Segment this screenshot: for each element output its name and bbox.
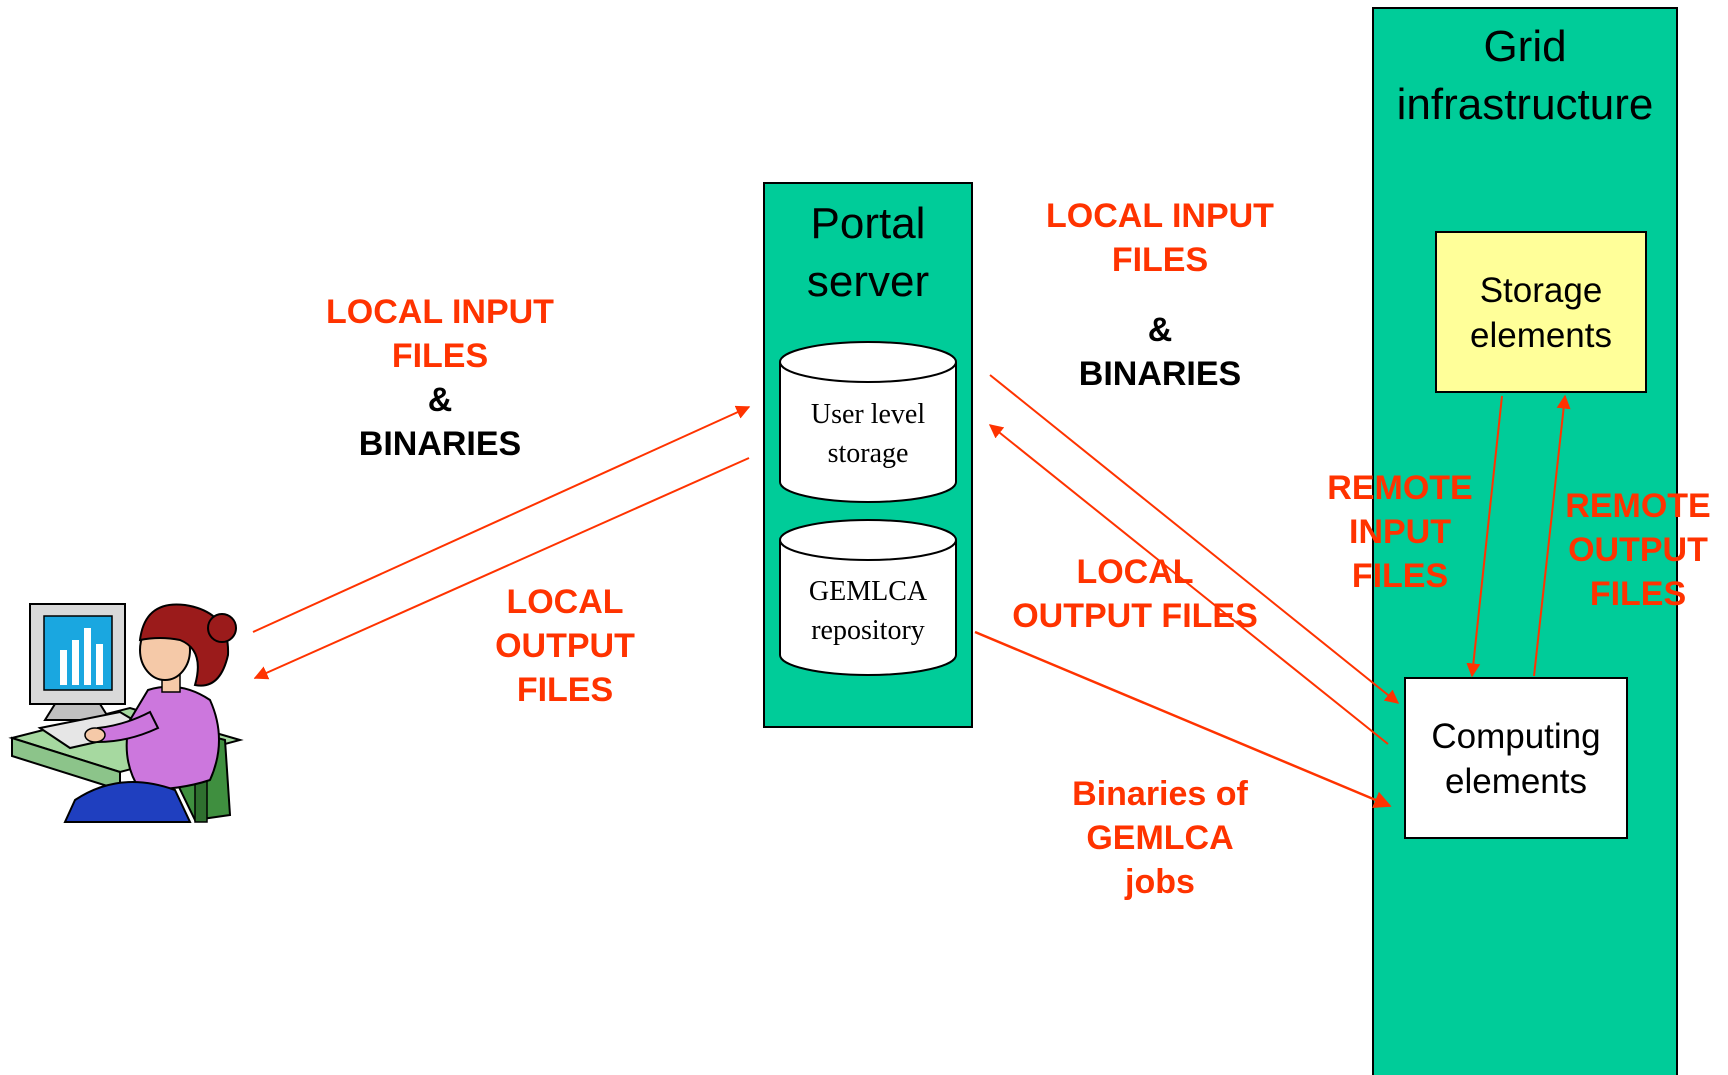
- computing-label-line2: elements: [1444, 762, 1588, 801]
- binaries-jobs-label: Binaries of GEMLCA jobs: [1010, 772, 1310, 904]
- grid-title: Grid infrastructure: [1373, 18, 1677, 134]
- arrow-computing-to-portal: [988, 424, 1389, 745]
- arrow-user-to-portal: [252, 405, 751, 633]
- user-at-computer-icon: [8, 603, 244, 823]
- repository-line2: repository: [811, 615, 925, 646]
- right-amp: &: [1147, 311, 1173, 349]
- user-storage-line1: User level: [810, 399, 926, 430]
- remote-input-label: REMOTE INPUT FILES: [1310, 466, 1490, 598]
- remote-input-line3: FILES: [1351, 557, 1449, 595]
- left-amp: &: [427, 381, 453, 419]
- right-input-label: LOCAL INPUT FILES: [1010, 194, 1310, 282]
- right-binaries: BINARIES: [1078, 355, 1242, 393]
- arrow-repository-to-computing: [974, 630, 1392, 808]
- portal-title-line1: Portal: [810, 199, 926, 248]
- user-storage-line2: storage: [827, 438, 909, 469]
- remote-output-line3: FILES: [1589, 575, 1687, 613]
- right-input-line2: FILES: [1111, 241, 1209, 279]
- right-output-line2: OUTPUT FILES: [1012, 597, 1258, 635]
- left-output-line1: LOCAL: [506, 583, 624, 621]
- storage-label-line1: Storage: [1479, 271, 1603, 310]
- grid-infrastructure-panel: [1372, 7, 1678, 1075]
- left-output-line3: FILES: [516, 671, 614, 709]
- portal-title-line2: server: [806, 257, 930, 306]
- computing-label-line1: Computing: [1431, 717, 1601, 756]
- left-input-line1: LOCAL INPUT: [326, 293, 554, 331]
- repository-cylinder: [779, 519, 957, 676]
- binaries-line2: GEMLCA: [1086, 819, 1234, 857]
- grid-title-line2: infrastructure: [1396, 80, 1654, 129]
- remote-input-line2: INPUT: [1349, 513, 1451, 551]
- arrow-storage-to-computing: [1466, 395, 1503, 678]
- left-input-line2: FILES: [391, 337, 489, 375]
- binaries-line1: Binaries of: [1072, 775, 1248, 813]
- storage-elements-box: [1435, 231, 1647, 393]
- arrow-computing-to-storage: [1533, 394, 1571, 677]
- repository-label: GEMLCA repository: [780, 572, 956, 650]
- left-binaries: BINARIES: [358, 425, 522, 463]
- remote-output-label: REMOTE OUTPUT FILES: [1548, 484, 1728, 616]
- binaries-line3: jobs: [1125, 863, 1195, 901]
- arrow-portal-to-user: [253, 457, 750, 680]
- remote-input-line1: REMOTE: [1327, 469, 1473, 507]
- right-output-line1: LOCAL: [1076, 553, 1194, 591]
- portal-title: Portal server: [764, 195, 972, 311]
- repository-line1: GEMLCA: [808, 576, 928, 607]
- left-output-label: LOCAL OUTPUT FILES: [465, 580, 665, 712]
- left-output-line2: OUTPUT: [495, 627, 635, 665]
- remote-output-line1: REMOTE: [1565, 487, 1711, 525]
- computing-elements-box: [1404, 677, 1628, 839]
- computing-elements-label: Computing elements: [1405, 714, 1627, 804]
- grid-title-line1: Grid: [1483, 22, 1567, 71]
- storage-elements-label: Storage elements: [1436, 268, 1646, 358]
- arrow-portal-to-computing: [989, 374, 1400, 704]
- left-input-label: LOCAL INPUT FILES & BINARIES: [290, 290, 590, 466]
- right-binaries-label: & BINARIES: [1010, 308, 1310, 396]
- storage-label-line2: elements: [1469, 316, 1613, 355]
- right-output-label: LOCAL OUTPUT FILES: [985, 550, 1285, 638]
- user-storage-label: User level storage: [780, 395, 956, 473]
- user-storage-cylinder: [779, 341, 957, 503]
- remote-output-line2: OUTPUT: [1568, 531, 1708, 569]
- right-input-line1: LOCAL INPUT: [1046, 197, 1274, 235]
